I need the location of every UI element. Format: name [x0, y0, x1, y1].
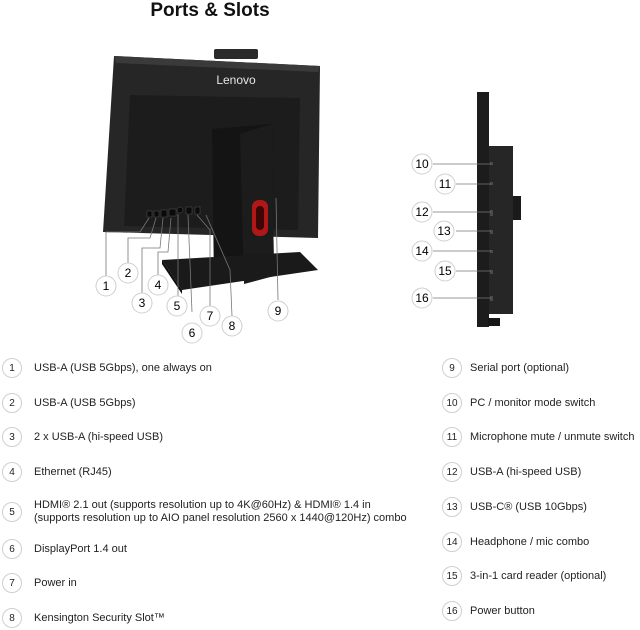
side-panel: [477, 92, 489, 327]
port-label: USB-A (USB 5Gbps), one always on: [34, 361, 212, 374]
port-label: USB-A (hi-speed USB): [470, 465, 582, 478]
list-item: 8 Kensington Security Slot™: [2, 607, 414, 629]
list-item: 12 USB-A (hi-speed USB): [442, 461, 581, 483]
list-item: 4 Ethernet (RJ45): [2, 461, 414, 483]
list-item: 6 DisplayPort 1.4 out: [2, 538, 414, 560]
callout-11: 11: [434, 173, 456, 195]
callout-lines: [105, 197, 279, 317]
port-label: PC / monitor mode switch: [470, 396, 596, 409]
webcam: [214, 49, 258, 59]
side-callout-lines: [433, 163, 491, 299]
callout-12: 12: [411, 201, 433, 223]
callout-10: 10: [411, 153, 433, 175]
port-label: Serial port (optional): [470, 361, 570, 374]
number-badge: 2: [2, 393, 22, 413]
port-label: DisplayPort 1.4 out: [34, 542, 127, 555]
number-badge: 14: [442, 532, 462, 552]
product-diagram: Lenovo: [95, 49, 521, 344]
list-item: 2 USB-A (USB 5Gbps): [2, 392, 414, 414]
svg-text:6: 6: [189, 326, 196, 340]
port-label: Power button: [470, 604, 535, 617]
svg-text:16: 16: [415, 291, 429, 305]
port-label: HDMI® 2.1 out (supports resolution up to…: [34, 499, 407, 524]
list-item: 13 USB-C® (USB 10Gbps): [442, 496, 587, 518]
svg-text:12: 12: [415, 205, 429, 219]
list-item: 1 USB-A (USB 5Gbps), one always on: [2, 357, 414, 379]
svg-text:8: 8: [229, 319, 236, 333]
callout-5: 5: [166, 295, 188, 317]
callout-15: 15: [434, 260, 456, 282]
list-item: 3 2 x USB-A (hi-speed USB): [2, 426, 414, 448]
svg-text:15: 15: [438, 264, 452, 278]
list-item: 14 Headphone / mic combo: [442, 531, 589, 553]
monitor-side-view: [433, 92, 521, 327]
list-item: 11 Microphone mute / unmute switch: [442, 426, 634, 448]
number-badge: 5: [2, 502, 22, 522]
callout-14: 14: [411, 240, 433, 262]
port-label: 2 x USB-A (hi-speed USB): [34, 430, 163, 443]
svg-text:9: 9: [275, 304, 282, 318]
monitor-back-view: Lenovo: [103, 49, 320, 317]
brand-logo: Lenovo: [216, 73, 256, 87]
list-item: 10 PC / monitor mode switch: [442, 392, 595, 414]
port-label: Ethernet (RJ45): [34, 465, 112, 478]
number-badge: 8: [2, 608, 22, 628]
svg-text:4: 4: [155, 278, 162, 292]
number-badge: 4: [2, 462, 22, 482]
number-badge: 6: [2, 539, 22, 559]
number-badge: 1: [2, 358, 22, 378]
port-label: USB-A (USB 5Gbps): [34, 396, 136, 409]
number-badge: 11: [442, 427, 462, 447]
list-item: 7 Power in: [2, 572, 414, 594]
callout-16: 16: [411, 287, 433, 309]
page-title: Ports & Slots: [150, 0, 270, 21]
diagram-callout-badges: 1 2 3 4 5 6 7 8 9 10 11 12 13 14 15 16: [95, 153, 456, 344]
list-item: 15 3-in-1 card reader (optional): [442, 565, 606, 587]
number-badge: 9: [442, 358, 462, 378]
number-badge: 16: [442, 601, 462, 621]
port-label: USB-C® (USB 10Gbps): [470, 500, 587, 513]
port-label: Power in: [34, 576, 77, 589]
number-badge: 12: [442, 462, 462, 482]
callout-13: 13: [433, 220, 455, 242]
svg-text:1: 1: [103, 279, 110, 293]
port-label: Microphone mute / unmute switch: [470, 430, 635, 443]
svg-text:2: 2: [125, 266, 132, 280]
svg-text:13: 13: [437, 224, 451, 238]
svg-text:10: 10: [415, 157, 429, 171]
callout-4: 4: [147, 274, 169, 296]
rear-port-cluster: [146, 206, 201, 218]
number-badge: 13: [442, 497, 462, 517]
stand-base: [162, 252, 318, 290]
callout-2: 2: [117, 262, 139, 284]
callout-9: 9: [267, 300, 289, 322]
svg-text:11: 11: [439, 177, 452, 191]
number-badge: 15: [442, 566, 462, 586]
port-label: Headphone / mic combo: [470, 535, 590, 548]
callout-6: 6: [181, 322, 203, 344]
list-item: 9 Serial port (optional): [442, 357, 569, 379]
number-badge: 7: [2, 573, 22, 593]
list-item: 5 HDMI® 2.1 out (supports resolution up …: [2, 497, 414, 527]
svg-text:5: 5: [174, 299, 181, 313]
callout-3: 3: [131, 292, 153, 314]
callout-7: 7: [199, 305, 221, 327]
callout-8: 8: [221, 315, 243, 337]
port-label: Kensington Security Slot™: [34, 611, 165, 624]
list-item: 16 Power button: [442, 600, 535, 622]
number-badge: 10: [442, 393, 462, 413]
svg-text:7: 7: [207, 309, 214, 323]
callout-1: 1: [95, 275, 117, 297]
svg-text:3: 3: [139, 296, 146, 310]
port-label: 3-in-1 card reader (optional): [470, 569, 607, 582]
svg-text:14: 14: [415, 244, 429, 258]
number-badge: 3: [2, 427, 22, 447]
